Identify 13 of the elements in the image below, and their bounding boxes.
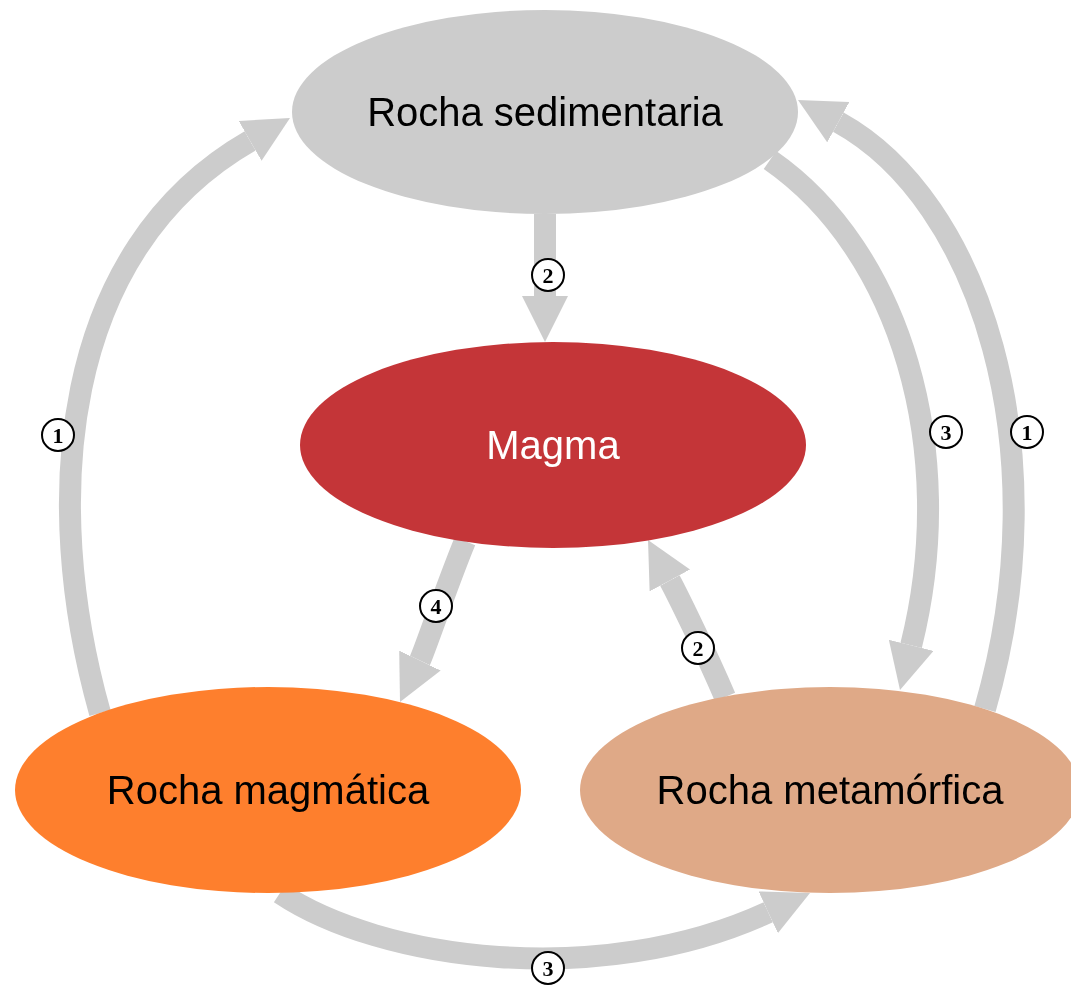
node-label: Rocha metamórfica [655, 767, 1005, 814]
edge-label: 2 [681, 631, 715, 665]
edge-label: 2 [531, 258, 565, 292]
edge-label: 4 [419, 589, 453, 623]
edge-label: 1 [1010, 415, 1044, 449]
arrow [522, 214, 568, 342]
edge-label: 3 [531, 951, 565, 985]
edge-label: 3 [929, 415, 963, 449]
arrow [763, 151, 939, 691]
node-label: Magma [485, 422, 621, 469]
edge-label: 1 [41, 418, 75, 452]
node-label: Rocha magmática [105, 767, 431, 814]
node-label: Rocha sedimentaria [366, 89, 724, 136]
